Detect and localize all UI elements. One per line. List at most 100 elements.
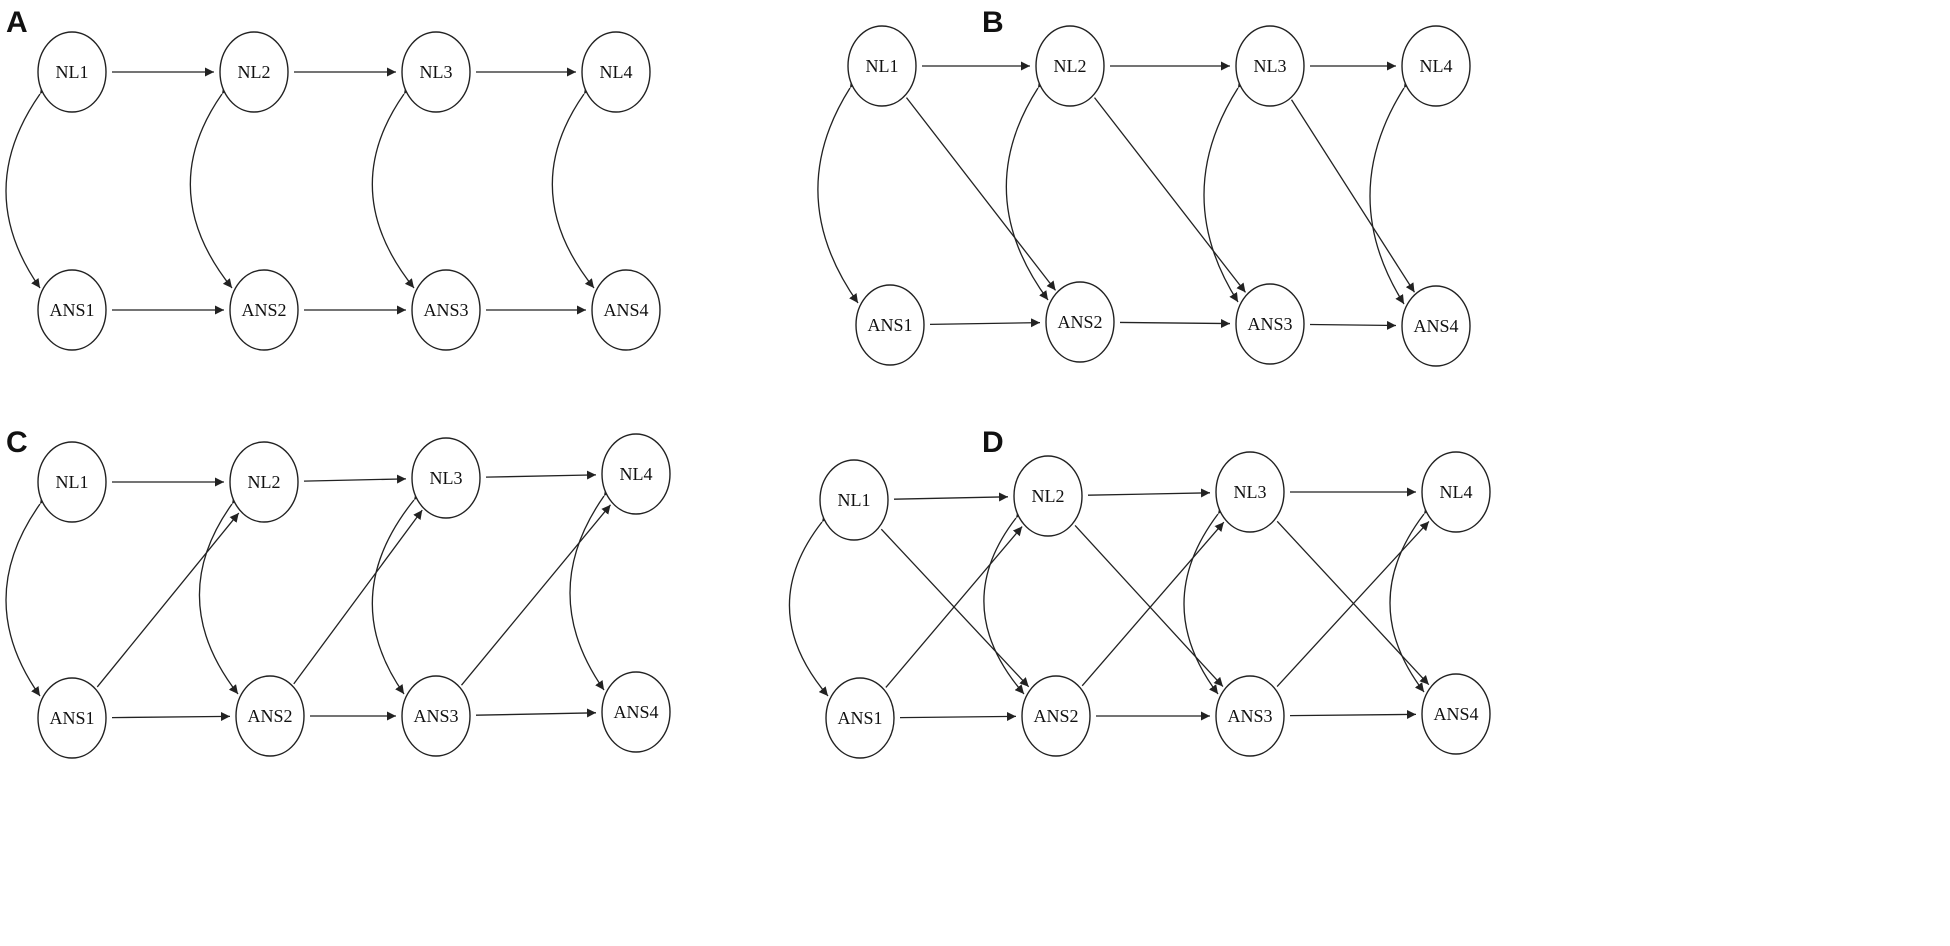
node-nl1: NL1 <box>37 31 107 113</box>
node-ans4: ANS4 <box>1421 673 1491 755</box>
node-nl2: NL2 <box>1035 25 1105 107</box>
node-circle <box>229 269 299 351</box>
covariance-nl4-ans4 <box>1369 77 1413 305</box>
covariance-nl3-ans3 <box>1183 504 1228 695</box>
node-circle <box>601 433 671 515</box>
node-ans3: ANS3 <box>401 675 471 757</box>
node-label: ANS2 <box>247 706 292 726</box>
path-nl2-to-nl3 <box>1087 488 1211 498</box>
node-label: ANS2 <box>1033 706 1078 726</box>
covariance-nl3-ans3 <box>371 84 415 289</box>
node-label: NL3 <box>1254 56 1287 76</box>
node-ans2: ANS2 <box>235 675 305 757</box>
path-nl3-to-ans4 <box>1276 520 1430 686</box>
node-circle <box>1215 451 1285 533</box>
node-circle <box>1235 25 1305 107</box>
node-ans2: ANS2 <box>1045 281 1115 363</box>
node-label: NL4 <box>1440 482 1473 502</box>
node-label: NL1 <box>866 56 899 76</box>
node-label: NL3 <box>1234 482 1267 502</box>
covariance-nl2-ans2 <box>983 508 1026 695</box>
path-ans3-to-ans4 <box>1289 709 1417 719</box>
node-circle <box>591 269 661 351</box>
node-nl4: NL4 <box>1401 25 1471 107</box>
node-nl1: NL1 <box>37 441 107 523</box>
node-ans3: ANS3 <box>411 269 481 351</box>
node-label: ANS4 <box>1433 704 1478 724</box>
node-label: NL2 <box>1054 56 1087 76</box>
covariance-nl4-ans4 <box>1389 504 1434 693</box>
covariance-nl3-ans3 <box>1203 77 1247 303</box>
node-nl2: NL2 <box>229 441 299 523</box>
node-label: ANS1 <box>49 300 94 320</box>
node-ans2: ANS2 <box>229 269 299 351</box>
path-nl2-to-ans3 <box>1093 97 1247 293</box>
covariance-nl1-ans1 <box>5 494 49 697</box>
node-nl2: NL2 <box>1013 455 1083 537</box>
node-circle <box>1235 283 1305 365</box>
node-nl3: NL3 <box>401 31 471 113</box>
node-circle <box>401 31 471 113</box>
panel-label-d: D <box>982 426 1004 459</box>
path-ans3-to-nl4 <box>460 504 612 686</box>
path-nl2-to-ans3 <box>1074 525 1224 687</box>
node-circle <box>581 31 651 113</box>
path-ans2-to-nl3 <box>293 509 423 685</box>
node-label: ANS4 <box>613 702 658 722</box>
node-label: ANS1 <box>837 708 882 728</box>
node-circle <box>37 677 107 759</box>
path-ans1-to-ans2 <box>111 711 231 721</box>
node-ans2: ANS2 <box>1021 675 1091 757</box>
covariance-nl2-ans2 <box>189 84 233 289</box>
node-nl3: NL3 <box>1215 451 1285 533</box>
node-label: NL4 <box>600 62 633 82</box>
node-nl4: NL4 <box>1421 451 1491 533</box>
node-circle <box>37 31 107 113</box>
node-circle <box>1401 285 1471 367</box>
path-ans1-to-nl2 <box>885 526 1023 688</box>
node-label: NL4 <box>620 464 653 484</box>
node-ans4: ANS4 <box>601 671 671 753</box>
node-circle <box>235 675 305 757</box>
panel-a-edges <box>5 67 595 315</box>
node-label: ANS4 <box>603 300 648 320</box>
path-nl2-to-nl3 <box>303 474 407 484</box>
node-nl3: NL3 <box>411 437 481 519</box>
node-label: NL4 <box>1420 56 1453 76</box>
path-ans1-to-ans2 <box>899 712 1017 721</box>
path-ans3-to-ans4 <box>1309 320 1397 330</box>
node-nl4: NL4 <box>601 433 671 515</box>
path-nl3-to-nl4 <box>485 470 597 480</box>
covariance-nl1-ans1 <box>5 84 49 289</box>
node-circle <box>601 671 671 753</box>
panel-label-b: B <box>982 6 1004 39</box>
node-label: NL1 <box>838 490 871 510</box>
covariance-nl1-ans1 <box>788 512 832 697</box>
node-label: NL3 <box>430 468 463 488</box>
path-ans3-to-nl4 <box>1276 521 1430 687</box>
node-ans1: ANS1 <box>855 284 925 366</box>
node-label: ANS1 <box>49 708 94 728</box>
path-ans1-to-ans2 <box>929 318 1041 328</box>
panel-c-edges <box>5 470 613 721</box>
node-ans4: ANS4 <box>591 269 661 351</box>
node-label: ANS3 <box>1247 314 1292 334</box>
node-label: NL1 <box>56 62 89 82</box>
node-circle <box>1021 675 1091 757</box>
node-ans4: ANS4 <box>1401 285 1471 367</box>
path-ans1-to-nl2 <box>96 512 240 688</box>
path-nl1-to-nl2 <box>893 492 1009 502</box>
node-circle <box>825 677 895 759</box>
node-label: ANS3 <box>1227 706 1272 726</box>
covariance-nl3-ans3 <box>371 490 424 695</box>
path-nl1-to-ans2 <box>905 97 1057 291</box>
node-label: ANS2 <box>241 300 286 320</box>
node-ans1: ANS1 <box>37 677 107 759</box>
